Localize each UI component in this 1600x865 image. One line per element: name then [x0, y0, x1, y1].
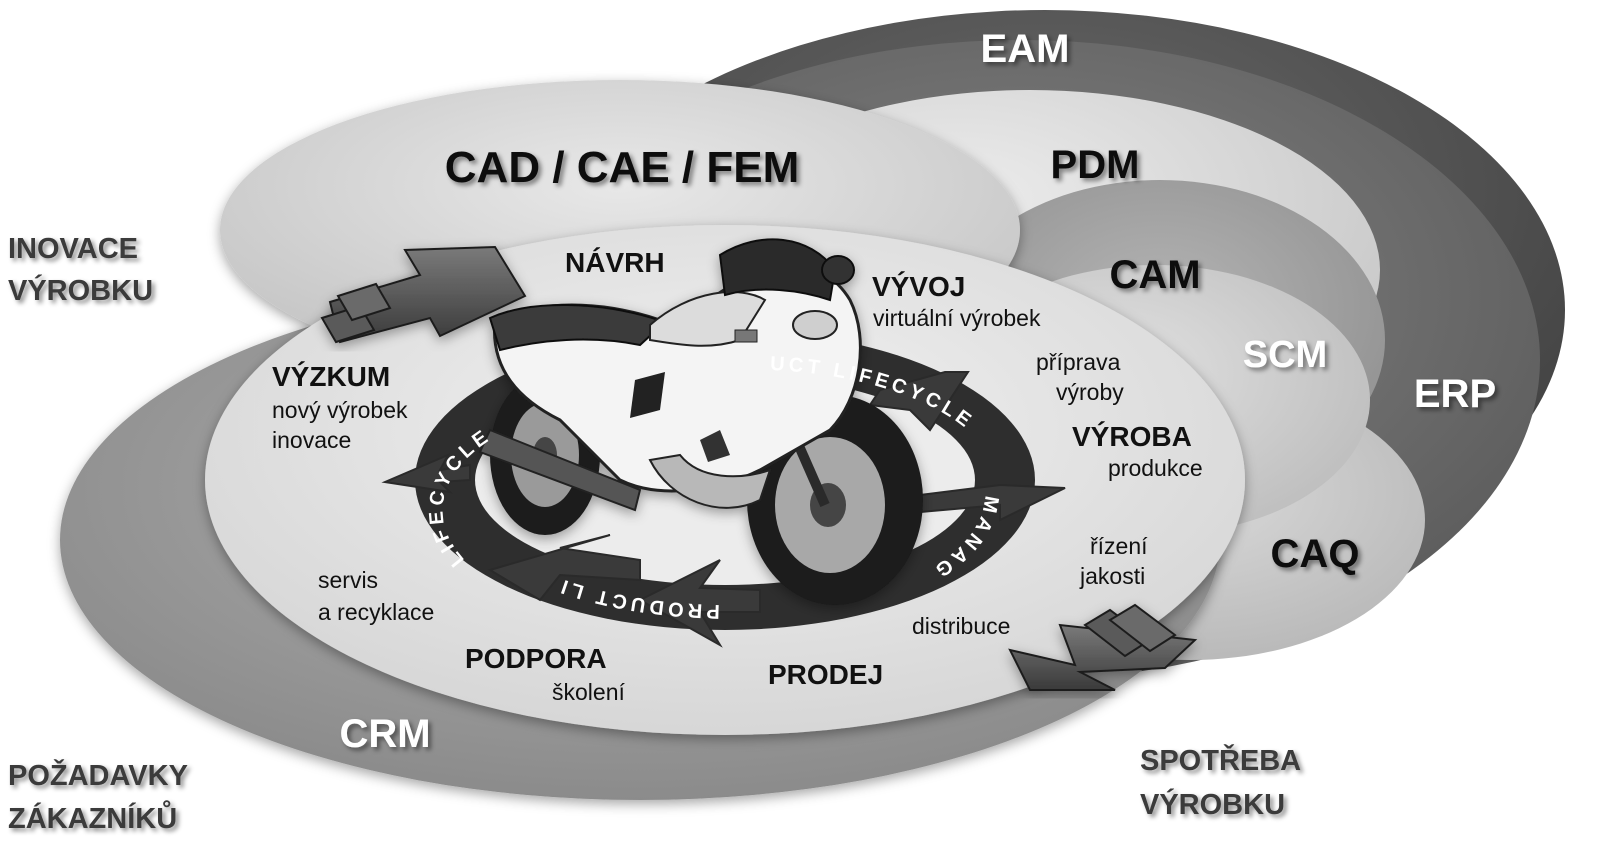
ring-arrow-lower	[637, 559, 761, 648]
stage-servis-line1: servis	[318, 567, 378, 593]
label-spotreba-line2: VÝROBKU	[1140, 787, 1285, 821]
stage-vyzkum-sub2: inovace	[272, 427, 351, 453]
label-cad-cae-fem: CAD / CAE / FEM	[445, 143, 799, 192]
label-inovace-line2: VÝROBKU	[8, 273, 153, 307]
stage-distribuce: distribuce	[912, 613, 1010, 639]
label-caq: CAQ	[1271, 532, 1360, 576]
consumption-arrow	[1008, 603, 1198, 691]
stage-vyzkum: VÝZKUM	[272, 361, 390, 392]
ring-arrow-left	[381, 452, 471, 494]
stage-rizeni-line1: řízení	[1090, 533, 1148, 559]
label-inovace-line1: INOVACE	[8, 233, 138, 265]
innovation-arrow	[320, 245, 527, 344]
label-eam: EAM	[981, 27, 1070, 71]
ring-arrows	[381, 371, 1066, 648]
label-pozadavky-line1: POŽADAVKY	[8, 758, 188, 792]
label-scm: SCM	[1243, 334, 1327, 376]
stage-podpora: PODPORA	[465, 643, 607, 674]
ring-arrow-lower-left	[487, 534, 641, 602]
stage-vyzkum-sub1: nový výrobek	[272, 397, 408, 423]
stage-rizeni-line2: jakosti	[1079, 563, 1145, 589]
outer-labels: INOVACE VÝROBKU POŽADAVKY ZÁKAZNÍKŮ SPOT…	[8, 233, 1301, 835]
label-erp: ERP	[1414, 372, 1496, 416]
system-labels: EAM PDM CAD / CAE / FEM CAM SCM ERP CAQ …	[339, 27, 1496, 756]
stage-vyvoj: VÝVOJ	[872, 271, 965, 302]
stage-labels: NÁVRH VÝVOJ virtuální výrobek příprava v…	[272, 247, 1203, 705]
label-pozadavky-line2: ZÁKAZNÍKŮ	[8, 799, 177, 835]
stage-navrh: NÁVRH	[565, 247, 665, 278]
stage-vyroba: VÝROBA	[1072, 421, 1192, 452]
label-pdm: PDM	[1051, 143, 1140, 187]
stage-prodej: PRODEJ	[768, 659, 883, 690]
label-cam: CAM	[1109, 253, 1200, 297]
motorcycle-illustration	[478, 238, 923, 605]
stage-priprava-line1: příprava	[1036, 349, 1121, 375]
stage-podpora-sub: školení	[552, 679, 625, 705]
label-spotreba-line1: SPOTŘEBA	[1140, 743, 1301, 777]
stage-vyvoj-sub: virtuální výrobek	[873, 305, 1041, 331]
stage-priprava-line2: výroby	[1056, 379, 1124, 405]
stage-servis-line2: a recyklace	[318, 599, 434, 625]
label-crm: CRM	[339, 712, 430, 756]
stage-vyroba-sub: produkce	[1108, 455, 1203, 481]
